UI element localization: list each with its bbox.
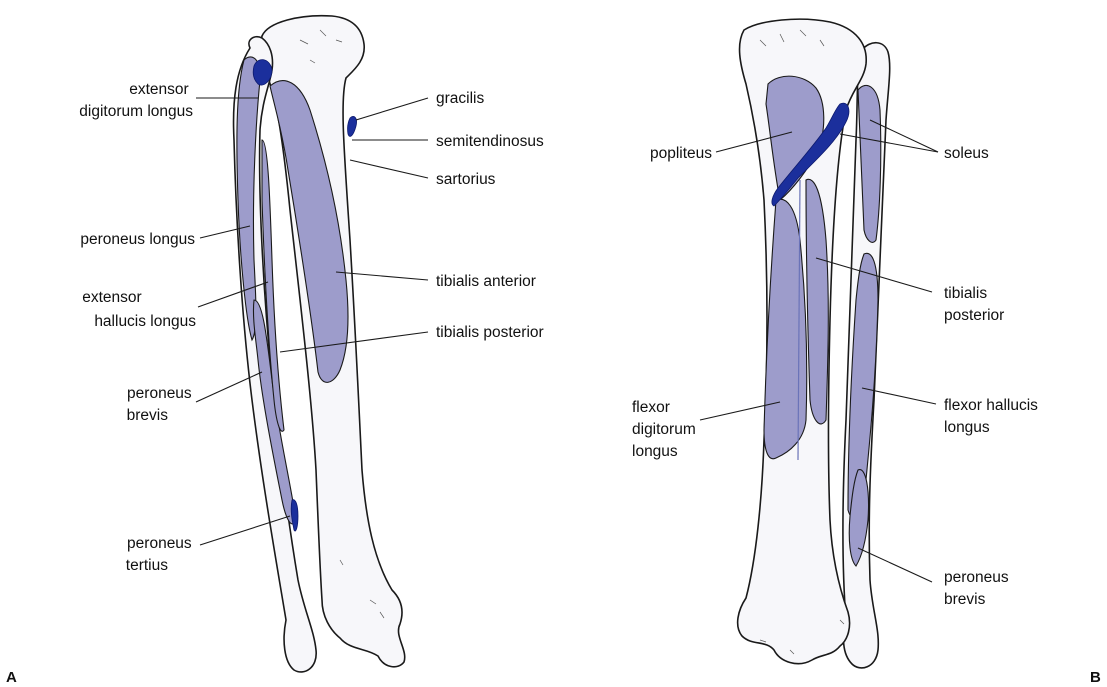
label-b-peroneus-brevis: peroneus brevis: [944, 569, 1013, 608]
panel-letter-a: A: [6, 669, 17, 686]
label-a-extensor-digitorum-longus: extensor digitorum longus: [79, 81, 193, 120]
label-b-popliteus: popliteus: [650, 145, 712, 162]
label-a-peroneus-longus: peroneus longus: [80, 231, 195, 248]
label-a-peroneus-tertius: peroneus tertius: [126, 535, 196, 574]
label-a-extensor-hallucis-longus: extensor hallucis longus: [82, 289, 196, 330]
lead-a-sartorius: [350, 160, 428, 178]
label-a-gracilis: gracilis: [436, 90, 484, 107]
panel-a-illustration: [234, 16, 405, 672]
label-a-tibialis-posterior: tibialis posterior: [436, 324, 544, 341]
lead-a-gracilis: [356, 98, 428, 120]
label-a-sartorius: sartorius: [436, 171, 496, 188]
peroneus-tertius-attachment-a: [291, 500, 298, 531]
gracilis-attachment-a: [348, 116, 357, 136]
label-b-soleus: soleus: [944, 145, 989, 162]
label-a-tibialis-anterior: tibialis anterior: [436, 273, 536, 290]
label-a-semitendinosus: semitendinosus: [436, 133, 544, 150]
panel-b-illustration: [738, 19, 890, 668]
label-a-peroneus-brevis: peroneus brevis: [127, 385, 196, 424]
label-b-tibialis-posterior: tibialis posterior: [944, 285, 1004, 324]
panel-letter-b: B: [1090, 669, 1101, 686]
labels: extensor digitorum longus peroneus longu…: [6, 81, 1101, 686]
lead-b-soleus-1: [840, 134, 938, 152]
label-b-flexor-hallucis-longus: flexor hallucis longus: [944, 397, 1042, 436]
label-b-flexor-digitorum-longus: flexor digitorum longus: [632, 399, 700, 460]
